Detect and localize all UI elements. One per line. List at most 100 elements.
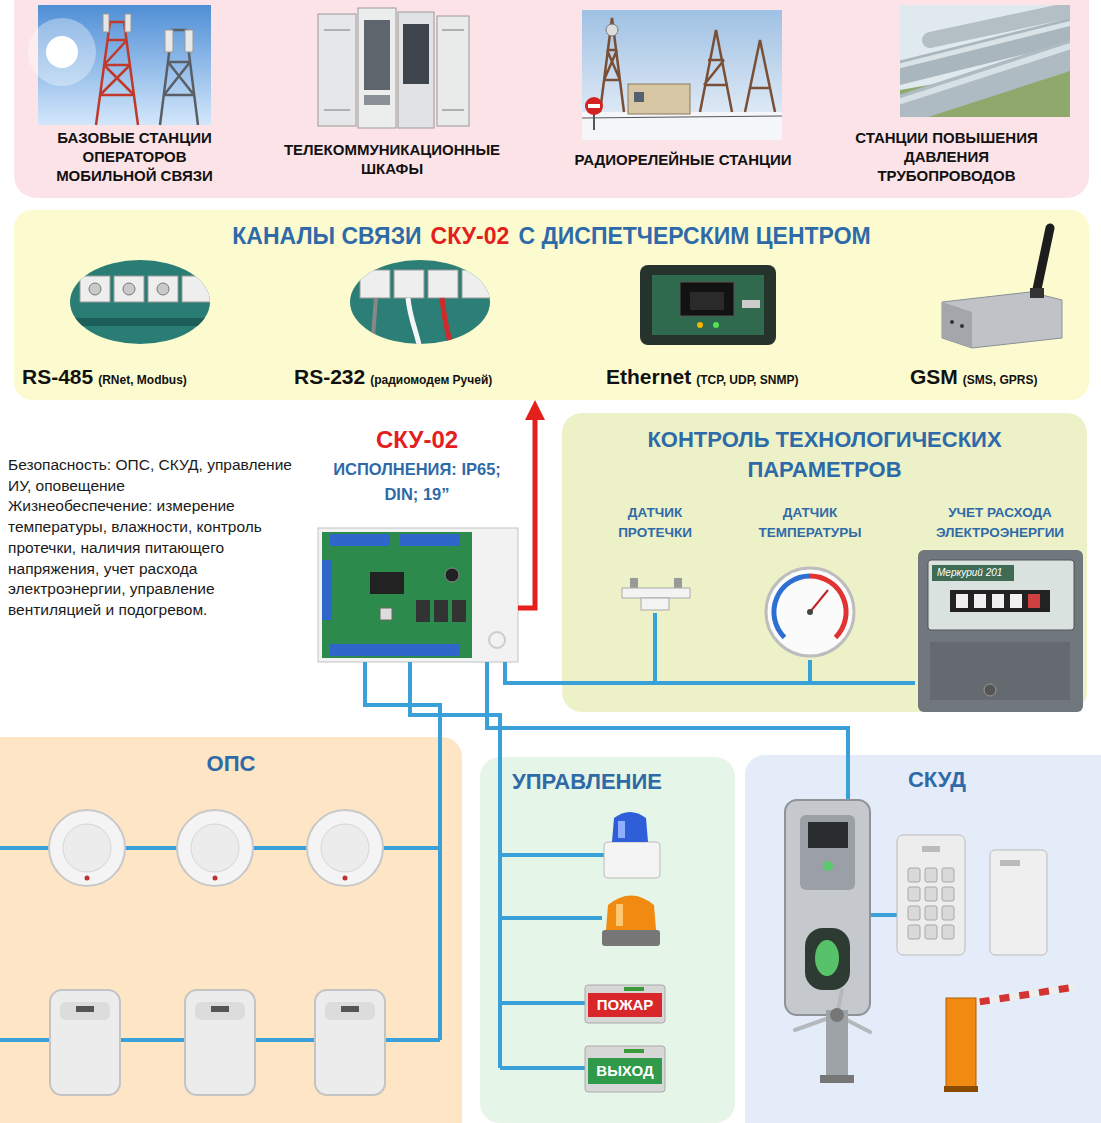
needle bbox=[810, 590, 828, 612]
channel-item: RS-232(радиомодем Ручей) bbox=[294, 364, 492, 390]
mast bbox=[600, 18, 624, 112]
connector bbox=[505, 660, 810, 683]
cabinet-equipment bbox=[364, 95, 390, 105]
protocol-list: (SMS, GPRS) bbox=[963, 373, 1038, 387]
button bbox=[380, 608, 392, 620]
motion-detector bbox=[315, 990, 385, 1095]
detector-center bbox=[191, 824, 239, 872]
meter-window bbox=[928, 560, 1074, 630]
road-sign-bar bbox=[588, 104, 600, 108]
pipe-light bbox=[900, 43, 1070, 103]
site-caption-text: БАЗОВЫЕ СТАНЦИИ ОПЕРАТОРОВ МОБИЛЬНОЙ СВЯ… bbox=[42, 128, 227, 185]
turnstile-post bbox=[826, 1010, 848, 1078]
snow bbox=[582, 112, 782, 140]
site-caption: СТАНЦИИ ПОВЫШЕНИЯ ДАВЛЕНИЯ ТРУБОПРОВОДОВ bbox=[844, 128, 1049, 185]
terminal-block bbox=[330, 534, 390, 546]
turnstile-foot bbox=[820, 1075, 854, 1083]
card-reader bbox=[990, 850, 1047, 955]
biometric-reader bbox=[785, 800, 870, 1015]
detector-led bbox=[343, 876, 348, 881]
rj45-port bbox=[680, 282, 734, 316]
relay-photo bbox=[582, 10, 782, 140]
wire bbox=[408, 298, 420, 350]
barrier-box bbox=[946, 998, 976, 1090]
counter-cell bbox=[956, 594, 968, 608]
sensor-stem bbox=[630, 578, 638, 588]
card-reader-led bbox=[1000, 860, 1020, 866]
smoke-detector bbox=[49, 810, 125, 886]
sign-text: ПОЖАР bbox=[588, 993, 662, 1017]
parameters-region: КОНТРОЛЬ ТЕХНОЛОГИЧЕСКИХ ПАРАМЕТРОВ ДАТЧИ… bbox=[562, 413, 1087, 712]
hot-scale bbox=[810, 576, 846, 638]
beacon-shine bbox=[616, 904, 623, 926]
pipe bbox=[900, 28, 1070, 74]
heading-row: КАНАЛЫ СВЯЗИСКУ-02С ДИСПЕТЧЕРСКИМ ЦЕНТРО… bbox=[14, 210, 1089, 250]
motion-detector bbox=[50, 990, 120, 1095]
screw bbox=[89, 283, 101, 295]
tower-photo bbox=[28, 5, 211, 125]
detector-window bbox=[341, 1006, 359, 1012]
band-heading: КАНАЛЫ СВЯЗИ bbox=[232, 222, 421, 250]
terminal bbox=[462, 270, 492, 298]
interface-name: RS-485 bbox=[22, 365, 93, 388]
wire bbox=[372, 298, 376, 350]
sign-pole bbox=[593, 114, 595, 130]
controller-picture bbox=[318, 528, 518, 662]
needle-hub bbox=[807, 609, 813, 615]
sensor-label: УЧЕТ РАСХОДА ЭЛЕКТРОЭНЕРГИИ bbox=[915, 503, 1085, 543]
reader-top bbox=[800, 815, 855, 890]
led bbox=[950, 320, 954, 324]
device-versions: ИСПОЛНЕНИЯ: IP65; DIN; 19” bbox=[332, 457, 502, 507]
connector bbox=[505, 613, 655, 683]
control-wiring bbox=[500, 757, 604, 1068]
photo-sky bbox=[900, 5, 1070, 117]
finger-slot bbox=[805, 928, 850, 990]
access-devices bbox=[785, 800, 1075, 1092]
tower-lattice bbox=[160, 30, 198, 125]
detector-lens bbox=[60, 1002, 110, 1020]
window bbox=[634, 92, 644, 102]
connector bbox=[365, 662, 440, 737]
turnstile-arms bbox=[795, 990, 870, 1032]
fence bbox=[582, 116, 782, 118]
counter-cell bbox=[1010, 594, 1022, 608]
led bbox=[960, 324, 964, 328]
sensor-box: ДАТЧИК ТЕМПЕРАТУРЫ bbox=[745, 503, 875, 660]
terminal bbox=[428, 270, 458, 298]
cabinet-equipment bbox=[364, 20, 390, 90]
cabinet bbox=[398, 12, 434, 128]
sign-logo bbox=[624, 1049, 644, 1053]
terminal bbox=[182, 276, 212, 302]
board bbox=[652, 275, 764, 335]
wire bbox=[442, 298, 452, 350]
enclosure bbox=[318, 528, 518, 662]
capacitor bbox=[445, 568, 459, 582]
control-devices bbox=[585, 812, 665, 1092]
region-heading: КОНТРОЛЬ ТЕХНОЛОГИЧЕСКИХ ПАРАМЕТРОВ bbox=[590, 413, 1060, 485]
pipes bbox=[900, 8, 1070, 117]
region-heading: ОПС bbox=[0, 737, 462, 779]
terminal bbox=[360, 270, 390, 298]
cabinet-glass bbox=[403, 24, 429, 84]
leak-sensor bbox=[622, 578, 690, 610]
trace bbox=[68, 318, 212, 326]
sign-logo bbox=[624, 987, 644, 991]
terminal bbox=[394, 270, 424, 298]
board bbox=[68, 258, 212, 348]
description-text: Жизнеобеспечение: измерение температуры,… bbox=[8, 496, 306, 620]
rs485-photo bbox=[68, 258, 212, 348]
site-caption: БАЗОВЫЕ СТАНЦИИ ОПЕРАТОРОВ МОБИЛЬНОЙ СВЯ… bbox=[42, 128, 227, 185]
ethernet-photo bbox=[640, 265, 776, 345]
site-caption: ТЕЛЕКОММУНИКАЦИОННЫЕ ШКАФЫ bbox=[267, 140, 517, 178]
keypad-keys bbox=[906, 866, 957, 942]
turnstile-hub bbox=[830, 1008, 844, 1022]
fire-sign bbox=[585, 985, 665, 1023]
relay bbox=[416, 600, 430, 622]
sensor-stem bbox=[674, 578, 682, 588]
meter-band bbox=[932, 565, 1014, 581]
band-heading: СКУ-02 bbox=[431, 222, 510, 250]
sensor-clamp bbox=[641, 598, 669, 610]
security-region: ОПС bbox=[0, 737, 462, 1123]
